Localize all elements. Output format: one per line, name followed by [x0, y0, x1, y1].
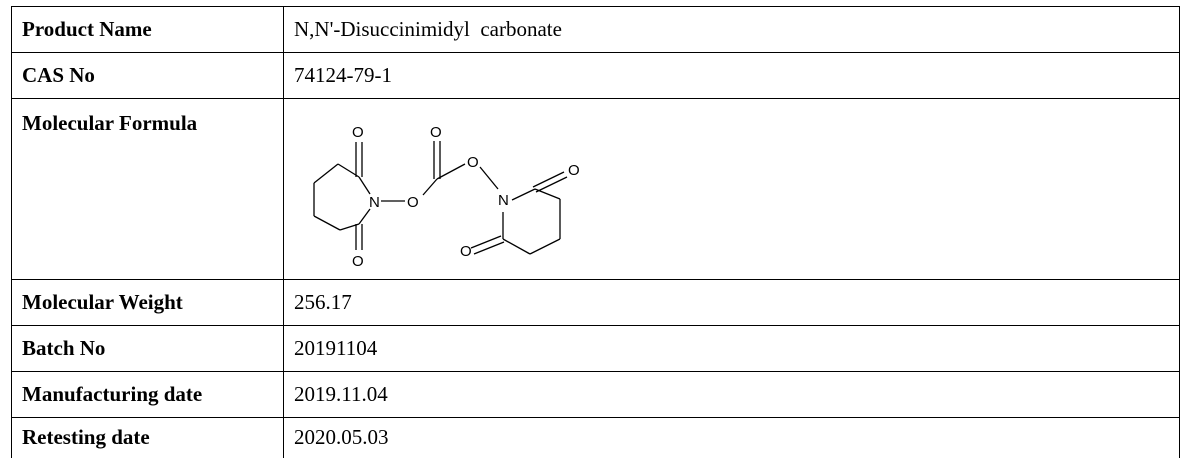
atom-label: O: [352, 124, 364, 141]
atom-label: O: [467, 154, 479, 171]
row-label: Molecular Weight: [11, 279, 284, 326]
atom-label: O: [460, 243, 472, 260]
row-label: Manufacturing date: [11, 371, 284, 418]
row-value: N,N'-Disuccinimidyl carbonate: [283, 6, 1180, 53]
atom-label: N: [498, 192, 509, 209]
atom-label: O: [352, 253, 364, 270]
table-row: Product Name N,N'-Disuccinimidyl carbona…: [11, 6, 1180, 53]
table-row: Manufacturing date 2019.11.04: [11, 371, 1180, 418]
product-spec-table: Product Name N,N'-Disuccinimidyl carbona…: [11, 6, 1180, 458]
table-row: Molecular Weight 256.17: [11, 279, 1180, 326]
molecular-structure-cell: O O N O O O N O O: [283, 98, 1180, 280]
table-row: Retesting date 2020.05.03: [11, 417, 1180, 458]
row-label: Product Name: [11, 6, 284, 53]
row-label: Molecular Formula: [11, 98, 284, 280]
row-value: 2019.11.04: [283, 371, 1180, 418]
atom-label: N: [369, 194, 380, 211]
atom-label: O: [568, 162, 580, 179]
table-row: Batch No 20191104: [11, 325, 1180, 372]
table-row: Molecular Formula: [11, 98, 1180, 280]
atom-label: O: [407, 194, 419, 211]
table-row: CAS No 74124-79-1: [11, 52, 1180, 99]
atom-label: O: [430, 124, 442, 141]
row-label: Batch No: [11, 325, 284, 372]
row-label: Retesting date: [11, 417, 284, 458]
row-label: CAS No: [11, 52, 284, 99]
row-value: 74124-79-1: [283, 52, 1180, 99]
product-spec-sheet: Product Name N,N'-Disuccinimidyl carbona…: [11, 6, 1180, 458]
row-value: 256.17: [283, 279, 1180, 326]
molecular-structure-diagram: O O N O O O N O O: [313, 124, 580, 270]
row-value: 20191104: [283, 325, 1180, 372]
row-value: 2020.05.03: [283, 417, 1180, 458]
